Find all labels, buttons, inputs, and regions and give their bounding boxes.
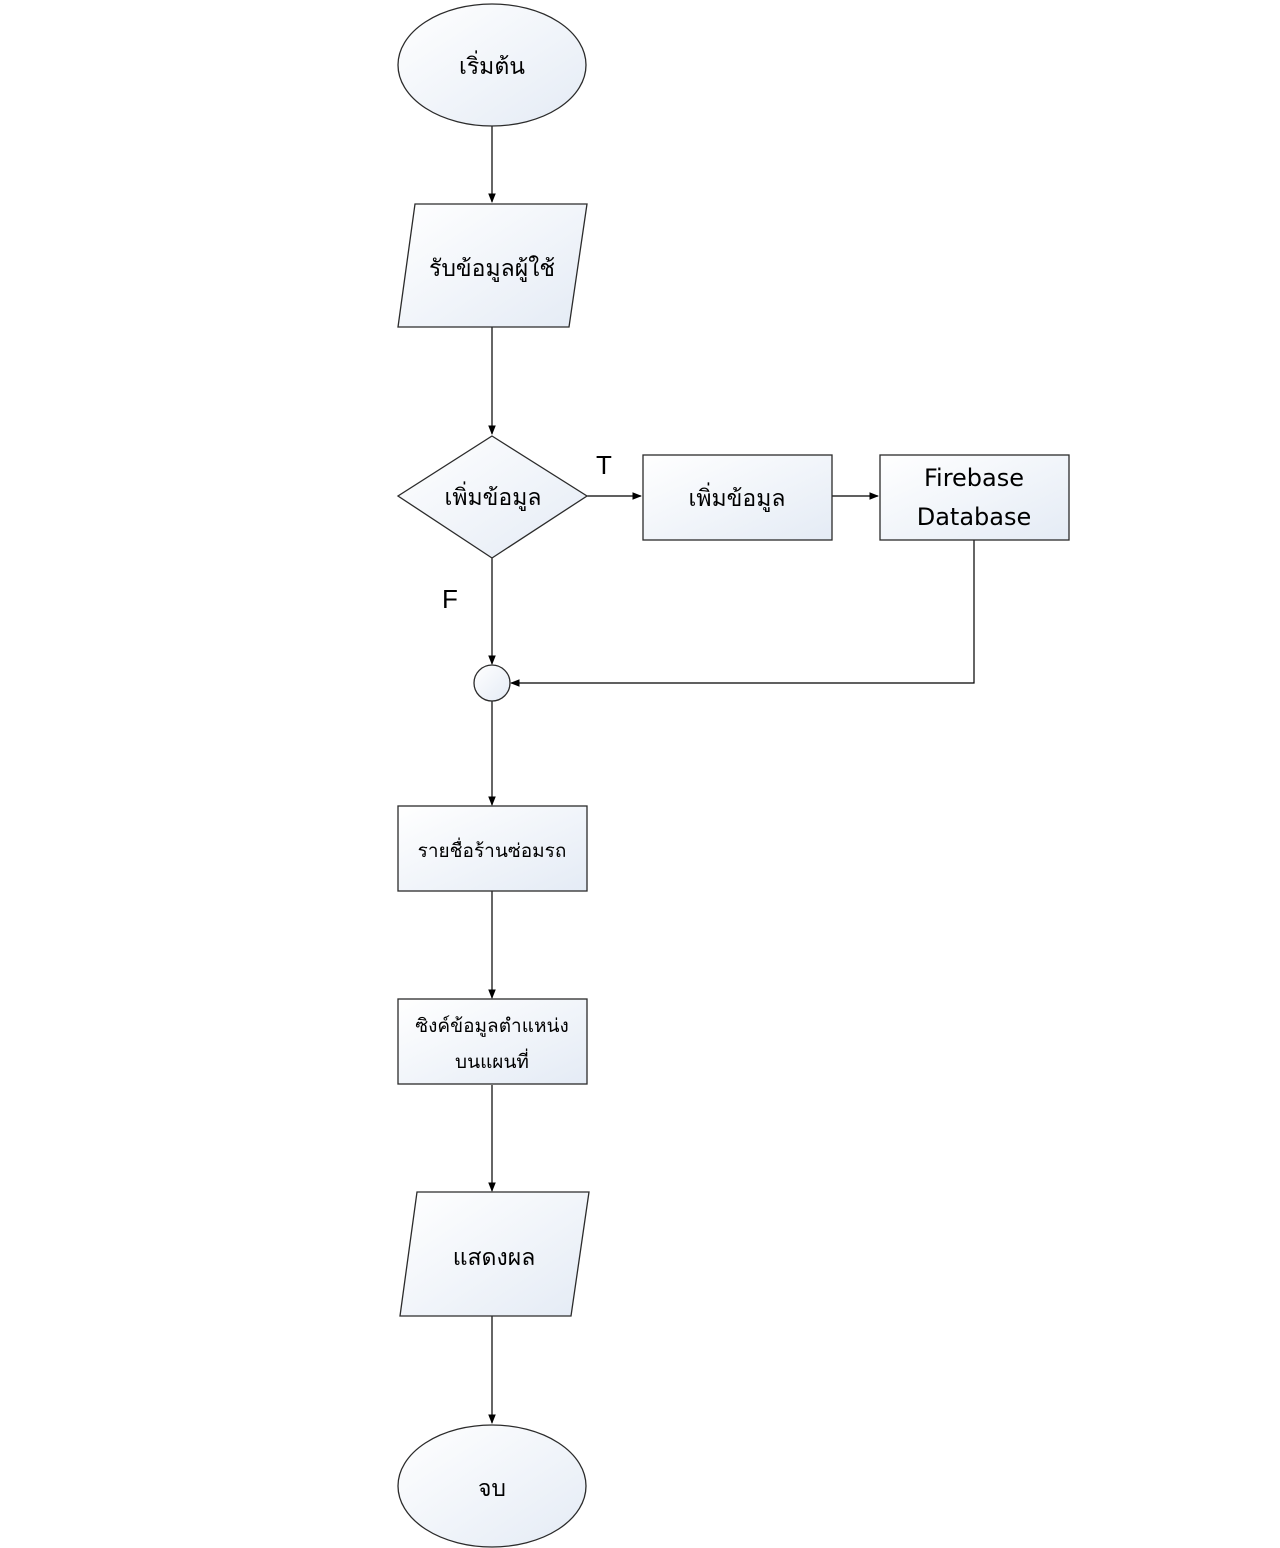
decision-add-data-shape [396,435,589,559]
branch-false-label: F [442,584,458,614]
input-user-data-shape [397,203,588,328]
input-user-data-label: รับข้อมูลผู้ใช้ [429,255,555,282]
process-sync-location-label-line2: บนแผนที่ [455,1048,529,1073]
process-sync-location-label-line1: ซิงค์ข้อมูลตำแหน่ง [415,1015,569,1037]
end-label: จบ [478,1476,506,1502]
firebase-database-shape [879,454,1070,541]
process-add-data-shape [642,454,833,541]
arrow-database-to-connector [510,540,975,687]
process-garage-list-label: รายชื่อร้านซ่อมรถ [418,837,567,862]
output-display-label: แสดงผล [453,1245,536,1271]
process-sync-location-shape [397,998,588,1085]
process-add-data-label: เพิ่มข้อมูล [689,482,786,512]
junction-connector [473,664,511,702]
branch-true-label: T [596,450,612,480]
start-terminator [397,3,587,127]
firebase-database-label-line2: Database [917,503,1032,531]
output-display-shape [399,1191,590,1317]
decision-add-data-label: เพิ่มข้อมูล [445,481,542,511]
firebase-database-label-line1: Firebase [924,464,1024,492]
end-terminator [397,1424,587,1548]
process-garage-list-shape [397,805,588,892]
start-label: เริ่มต้น [459,50,525,80]
